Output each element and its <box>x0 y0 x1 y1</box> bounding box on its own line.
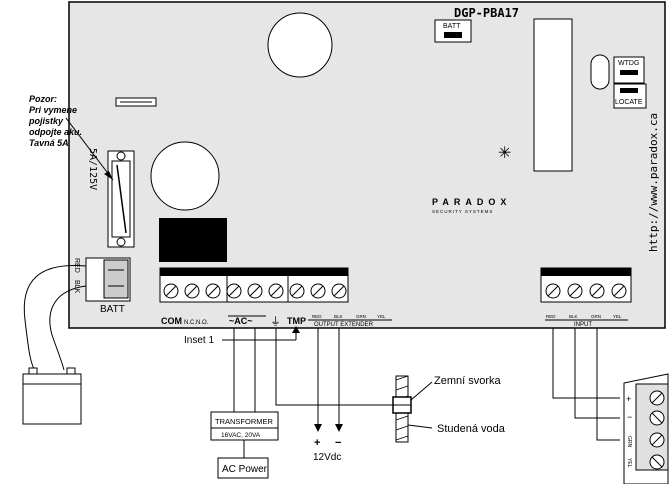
screw-ac2 <box>247 283 263 299</box>
board-model: DGP-PBA17 <box>454 6 519 20</box>
label-ac: ~AC~ <box>229 316 253 326</box>
screw-in-red <box>545 283 561 299</box>
ac-power-label: AC Power <box>222 464 268 475</box>
rc-grn: GRN <box>626 436 632 448</box>
relay-block <box>159 218 227 262</box>
batt-connector-label: BATT <box>100 304 125 315</box>
transformer <box>210 411 279 441</box>
label-voltage: 12Vdc <box>313 452 341 463</box>
out-sub-grn: GRN <box>356 314 366 319</box>
label-tmp: TMP <box>287 316 306 326</box>
ac-power-box <box>217 457 269 479</box>
label-plus: + <box>314 437 320 449</box>
locate-led <box>620 88 638 93</box>
input-wire-grn <box>596 328 620 441</box>
screw-com <box>163 283 179 299</box>
screw-tmp <box>289 283 305 299</box>
out-sub-yel: YEL <box>377 314 386 319</box>
clamp-pointer <box>410 381 433 401</box>
in-sub-blk: BLK <box>569 314 578 319</box>
screw-in-yel <box>611 283 627 299</box>
screw-ac1 <box>226 283 242 299</box>
transformer-title: TRANSFORMER <box>215 417 274 426</box>
batt-wire-blk: BLK <box>73 280 80 294</box>
battery <box>22 373 82 425</box>
warning-pointer <box>65 117 114 181</box>
fuse-rating: 5A/125V <box>87 148 98 190</box>
wtdg-label: WTDG <box>618 60 639 67</box>
screw-in-blk <box>567 283 583 299</box>
screw-in-grn <box>589 283 605 299</box>
ground-wire <box>275 328 395 406</box>
label-output-extender: OUTPUT EXTENDER <box>314 322 374 328</box>
battery-wire-red <box>23 264 87 373</box>
label-cold-water: Studená voda <box>437 423 506 435</box>
rc-minus: − <box>627 412 632 422</box>
label-input: INPUT <box>574 322 592 328</box>
transformer-rating: 16VAC, 20VA <box>221 432 261 439</box>
label-earth-clamp: Zemní svorka <box>434 375 502 387</box>
out-sub-blk: BLK <box>334 314 343 319</box>
label-minus: − <box>335 437 341 449</box>
screw-gnd <box>268 283 284 299</box>
rc-yel: YEL <box>626 458 632 468</box>
inset-label: Inset 1 <box>184 335 214 346</box>
warning-line-4: odpojte aku. <box>29 127 82 137</box>
ground-icon: ⏚ <box>270 315 281 328</box>
warning-line-1: Pozor: <box>29 94 57 104</box>
right-connector <box>623 373 669 484</box>
board-url: http://www.paradox.ca <box>647 113 660 252</box>
mounting-hole-middle <box>150 141 220 211</box>
screw-no <box>205 283 221 299</box>
battery-wire-black <box>49 285 87 371</box>
label-nc-no: N.C.N.O. <box>184 320 209 326</box>
water-pointer <box>407 424 433 429</box>
screw-out-blk <box>331 283 347 299</box>
brand-subtitle: SECURITY SYSTEMS <box>432 209 493 214</box>
warning-line-5: Tavná 5A <box>29 138 69 148</box>
batt-jumper-label: BATT <box>443 23 461 30</box>
locate-label: LOCATE <box>615 99 643 106</box>
brand-name: PARADOX <box>432 197 511 207</box>
warning-line-3: pojistky <box>28 116 64 126</box>
wtdg-led <box>620 70 638 75</box>
input-wire-blk <box>574 328 620 419</box>
out-sub-red: RED <box>312 314 322 319</box>
warning-line-2: Pri vymene <box>29 105 77 115</box>
batt-jumper-switch <box>444 32 462 38</box>
screw-nc <box>184 283 200 299</box>
mounting-hole-top <box>267 12 333 78</box>
maple-leaf-icon: ✳ <box>498 145 511 162</box>
rc-plus: + <box>626 394 631 404</box>
in-sub-yel: YEL <box>613 314 622 319</box>
crystal <box>590 54 610 90</box>
label-com: COM <box>161 316 182 326</box>
main-chip <box>533 18 573 172</box>
in-sub-red: RED <box>546 314 556 319</box>
input-wire-red <box>552 328 620 399</box>
in-sub-grn: GRN <box>591 314 601 319</box>
screw-out-red <box>310 283 326 299</box>
